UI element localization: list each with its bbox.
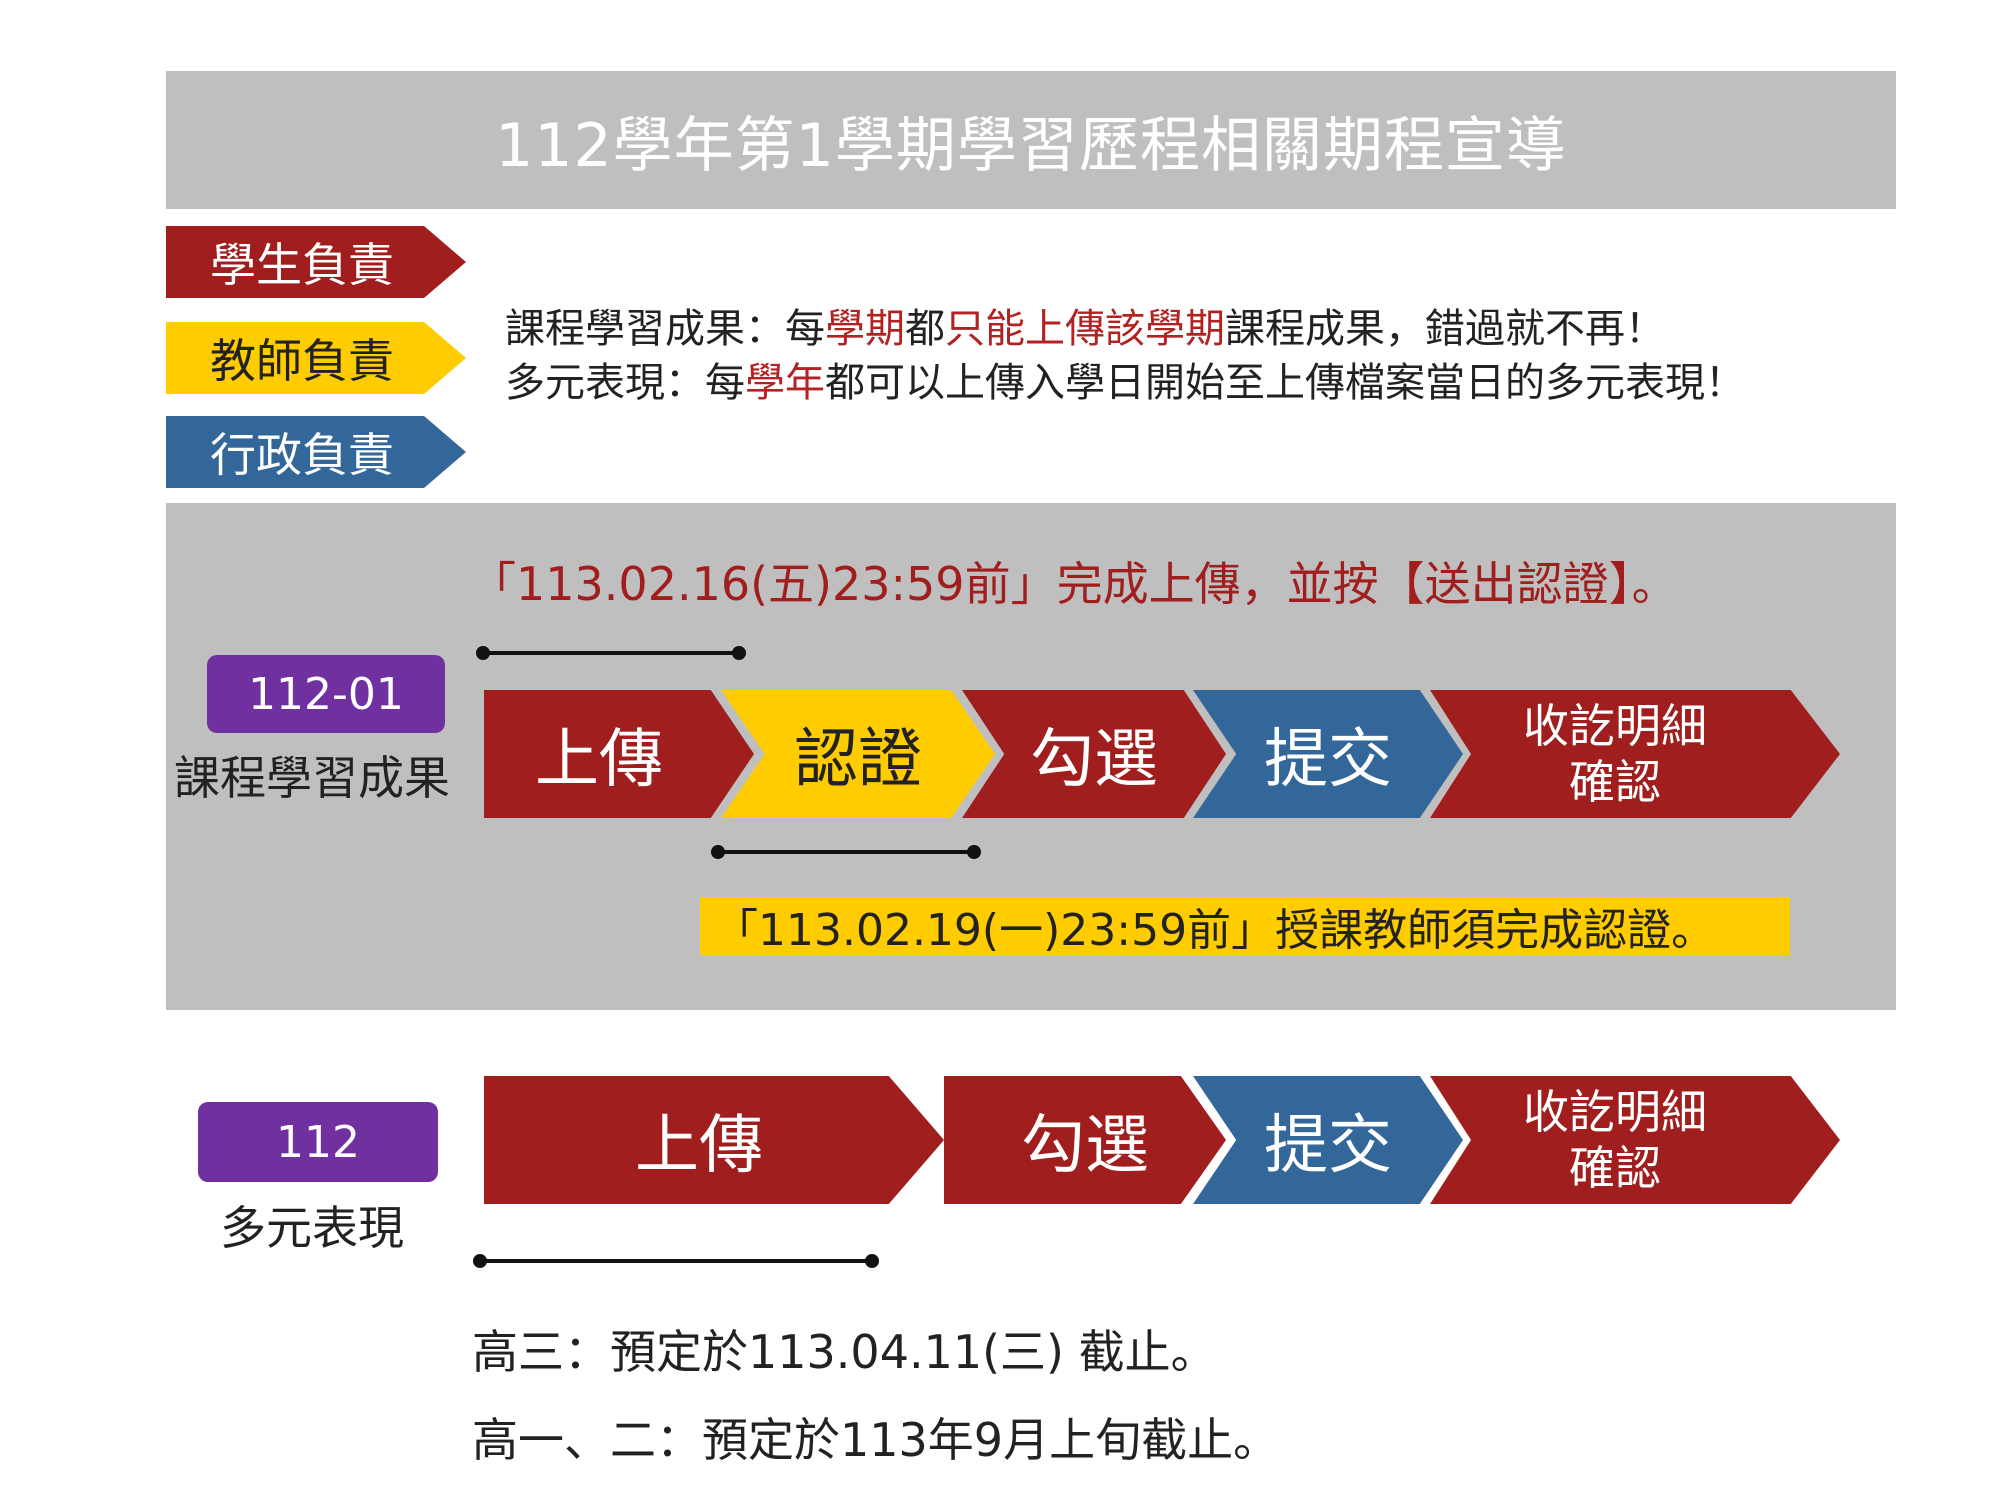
- note-portfolio: 多元表現：每學年都可以上傳入學日開始至上傳檔案當日的多元表現！: [505, 356, 1745, 410]
- course-process: 上傳 認證 勾選 提交 收訖明細 確認: [484, 690, 1840, 818]
- note-course-e: 課程成果，錯過就不再！: [1225, 306, 1665, 352]
- portfolio-step-upload: 上傳: [484, 1076, 944, 1204]
- note-portfolio-c: 都可以上傳入學日開始至上傳檔案當日的多元表現！: [825, 360, 1745, 406]
- page-title: 112學年第1學期學習歷程相關期程宣導: [166, 71, 1896, 209]
- student-deadline: 「113.02.16(五)23:59前」完成上傳，並按【送出認證】。: [470, 557, 1678, 611]
- step-certify: 認證: [721, 690, 995, 818]
- timeline-dot: [967, 845, 981, 859]
- step-select: 勾選: [962, 690, 1226, 818]
- step-confirm: 收訖明細 確認: [1430, 690, 1840, 818]
- note-course-b: 學期: [825, 306, 905, 352]
- portfolio-step-confirm: 收訖明細 確認: [1430, 1076, 1840, 1204]
- portfolio-step-select: 勾選: [944, 1076, 1226, 1204]
- legend-student-label: 學生負責: [210, 238, 394, 292]
- step-confirm-line1: 收訖明細: [1523, 699, 1707, 753]
- timeline-line: [718, 850, 974, 854]
- timeline-line: [483, 651, 739, 655]
- teacher-deadline: 「113.02.19(一)23:59前」授課教師須完成認證。: [700, 897, 1790, 956]
- note-course-c: 都: [905, 306, 945, 352]
- timeline-line: [480, 1259, 872, 1263]
- step-upload: 上傳: [484, 690, 754, 818]
- portfolio-badge: 112: [198, 1102, 438, 1182]
- legend-teacher-label: 教師負責: [210, 334, 394, 388]
- legend-teacher: 教師負責: [166, 322, 466, 394]
- note-course-a: 課程學習成果：每: [505, 306, 825, 352]
- step-confirm-line2: 確認: [1569, 755, 1661, 809]
- legend-student: 學生負責: [166, 226, 466, 298]
- step-submit: 提交: [1193, 690, 1463, 818]
- portfolio-step-submit: 提交: [1193, 1076, 1463, 1204]
- note-course: 課程學習成果：每學期都只能上傳該學期課程成果，錯過就不再！: [505, 302, 1665, 356]
- course-label: 課程學習成果: [174, 751, 450, 805]
- timeline-dot: [732, 646, 746, 660]
- portfolio-label: 多元表現: [220, 1201, 404, 1255]
- junior-deadline: 高一、二：預定於113年9月上旬截止。: [472, 1413, 1280, 1467]
- legend-admin-label: 行政負責: [210, 428, 394, 482]
- course-badge: 112-01: [207, 655, 445, 733]
- portfolio-step-confirm-line1: 收訖明細: [1523, 1085, 1707, 1139]
- portfolio-process: 上傳 勾選 提交 收訖明細 確認: [484, 1076, 1840, 1204]
- note-portfolio-a: 多元表現：每: [505, 360, 745, 406]
- senior-deadline: 高三：預定於113.04.11(三) 截止。: [472, 1325, 1217, 1379]
- note-course-d: 只能上傳該學期: [945, 306, 1225, 352]
- portfolio-step-confirm-line2: 確認: [1569, 1141, 1661, 1195]
- note-portfolio-b: 學年: [745, 360, 825, 406]
- legend-admin: 行政負責: [166, 416, 466, 488]
- timeline-dot: [865, 1254, 879, 1268]
